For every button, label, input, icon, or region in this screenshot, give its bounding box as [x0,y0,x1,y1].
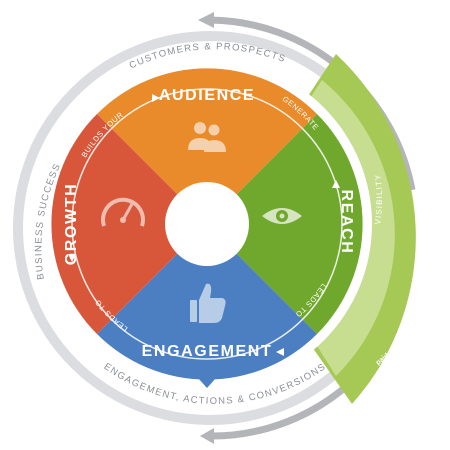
audience-title: AUDIENCE [159,87,255,104]
bottom-arrowhead [200,428,214,444]
top-arrowhead [198,12,214,28]
engagement-title: ENGAGEMENT [142,343,273,360]
eye-icon [262,208,302,224]
arrow-reach-in [332,180,340,188]
inner-cycle-line [71,88,343,360]
growth-title: GROWTH [63,183,80,265]
arrow-growth-in [68,254,76,262]
visibility-label: VISIBILITY [373,173,384,225]
speedometer-icon [101,197,145,227]
arrow-engagement-in [276,348,284,356]
thumbs-up-icon [190,283,226,323]
visibility-inner-band [302,80,395,376]
people-icon [188,122,226,152]
reach-title: REACH [338,190,355,255]
owned-label: owned [420,189,431,212]
growth-segment [51,114,207,334]
arrow-audience-in [152,94,160,102]
speech-notch [198,378,216,388]
center-circle [165,182,249,266]
reach-segment [207,114,363,334]
